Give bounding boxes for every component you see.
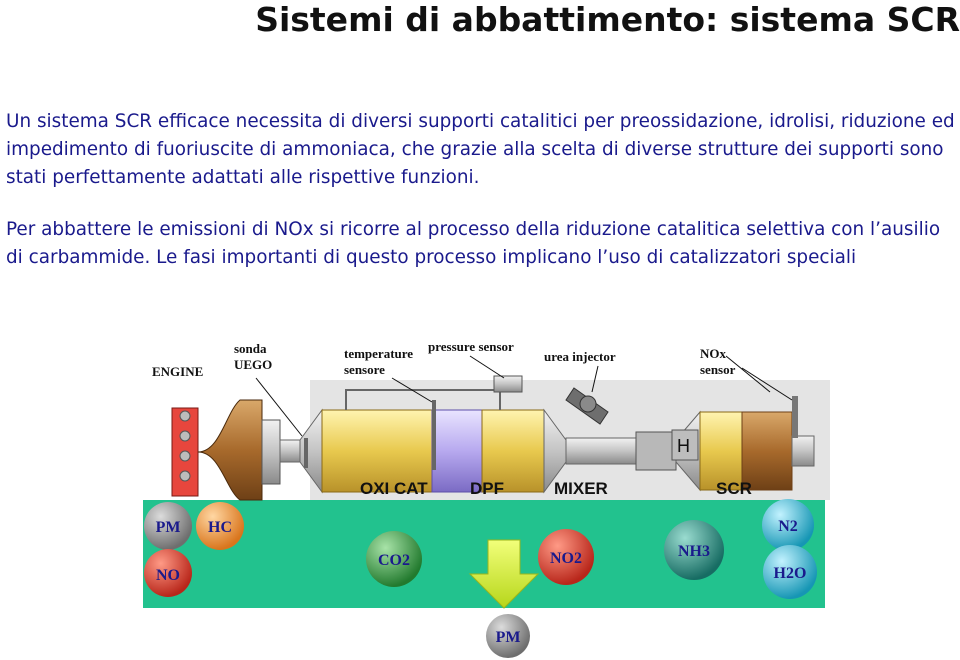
label-leader-lines (255, 355, 793, 437)
page-title: Sistemi di abbattimento: sistema SCR (255, 0, 960, 39)
h-label: H (677, 436, 690, 456)
nox-sensor-label: sensor (700, 362, 736, 377)
sonda-label: sonda (234, 341, 267, 356)
mixer-pipe (565, 431, 677, 471)
temperature-sensor (432, 400, 436, 470)
nox-sensor (792, 396, 798, 438)
species-no2: NO2 (538, 529, 594, 585)
svg-text:NO: NO (156, 567, 180, 584)
pressure-sensor (493, 375, 523, 393)
svg-text:NO2: NO2 (550, 550, 582, 567)
oxi-cat-catalyst (299, 408, 433, 494)
svg-text:PM: PM (496, 629, 521, 646)
species-pm-output: PM (486, 614, 530, 658)
engine-block (171, 407, 199, 497)
svg-text:CO2: CO2 (378, 552, 410, 569)
svg-text:PM: PM (156, 519, 181, 536)
turbocharger (197, 399, 281, 501)
temperature-sensore-label: sensore (344, 362, 385, 377)
urea-injector (565, 387, 609, 425)
scr-label: SCR (716, 479, 752, 498)
dpf-label: DPF (470, 479, 504, 498)
paragraph-intro: Un sistema SCR efficace necessita di div… (6, 111, 955, 188)
mixer-label: MIXER (554, 479, 608, 498)
species-nh3: NH3 (664, 520, 724, 580)
engine-label: ENGINE (152, 364, 203, 379)
svg-text:N2: N2 (778, 518, 798, 535)
svg-text:HC: HC (208, 519, 232, 536)
species-h2o: H2O (763, 545, 817, 599)
species-n2: N2 (762, 499, 814, 551)
reduction-arrow (468, 539, 540, 609)
species-pm: PM (144, 502, 192, 550)
paragraph-nox: Per abbattere le emissioni di NOx si ric… (6, 219, 941, 268)
nox-label: NOx (700, 346, 727, 361)
species-no: NO (144, 549, 192, 597)
temperature-label: temperature (344, 346, 413, 361)
svg-text:H2O: H2O (774, 565, 807, 582)
uego-label: UEGO (234, 357, 272, 372)
species-co2: CO2 (366, 531, 422, 587)
dpf-filter (431, 408, 567, 494)
pressure-sensor-label: pressure sensor (428, 339, 514, 354)
oxi-cat-label: OXI CAT (360, 479, 428, 498)
urea-injector-label: urea injector (544, 349, 616, 364)
uego-sensor (304, 438, 308, 468)
svg-text:NH3: NH3 (678, 543, 710, 560)
species-hc: HC (196, 502, 244, 550)
scr-catalyst (671, 410, 815, 492)
